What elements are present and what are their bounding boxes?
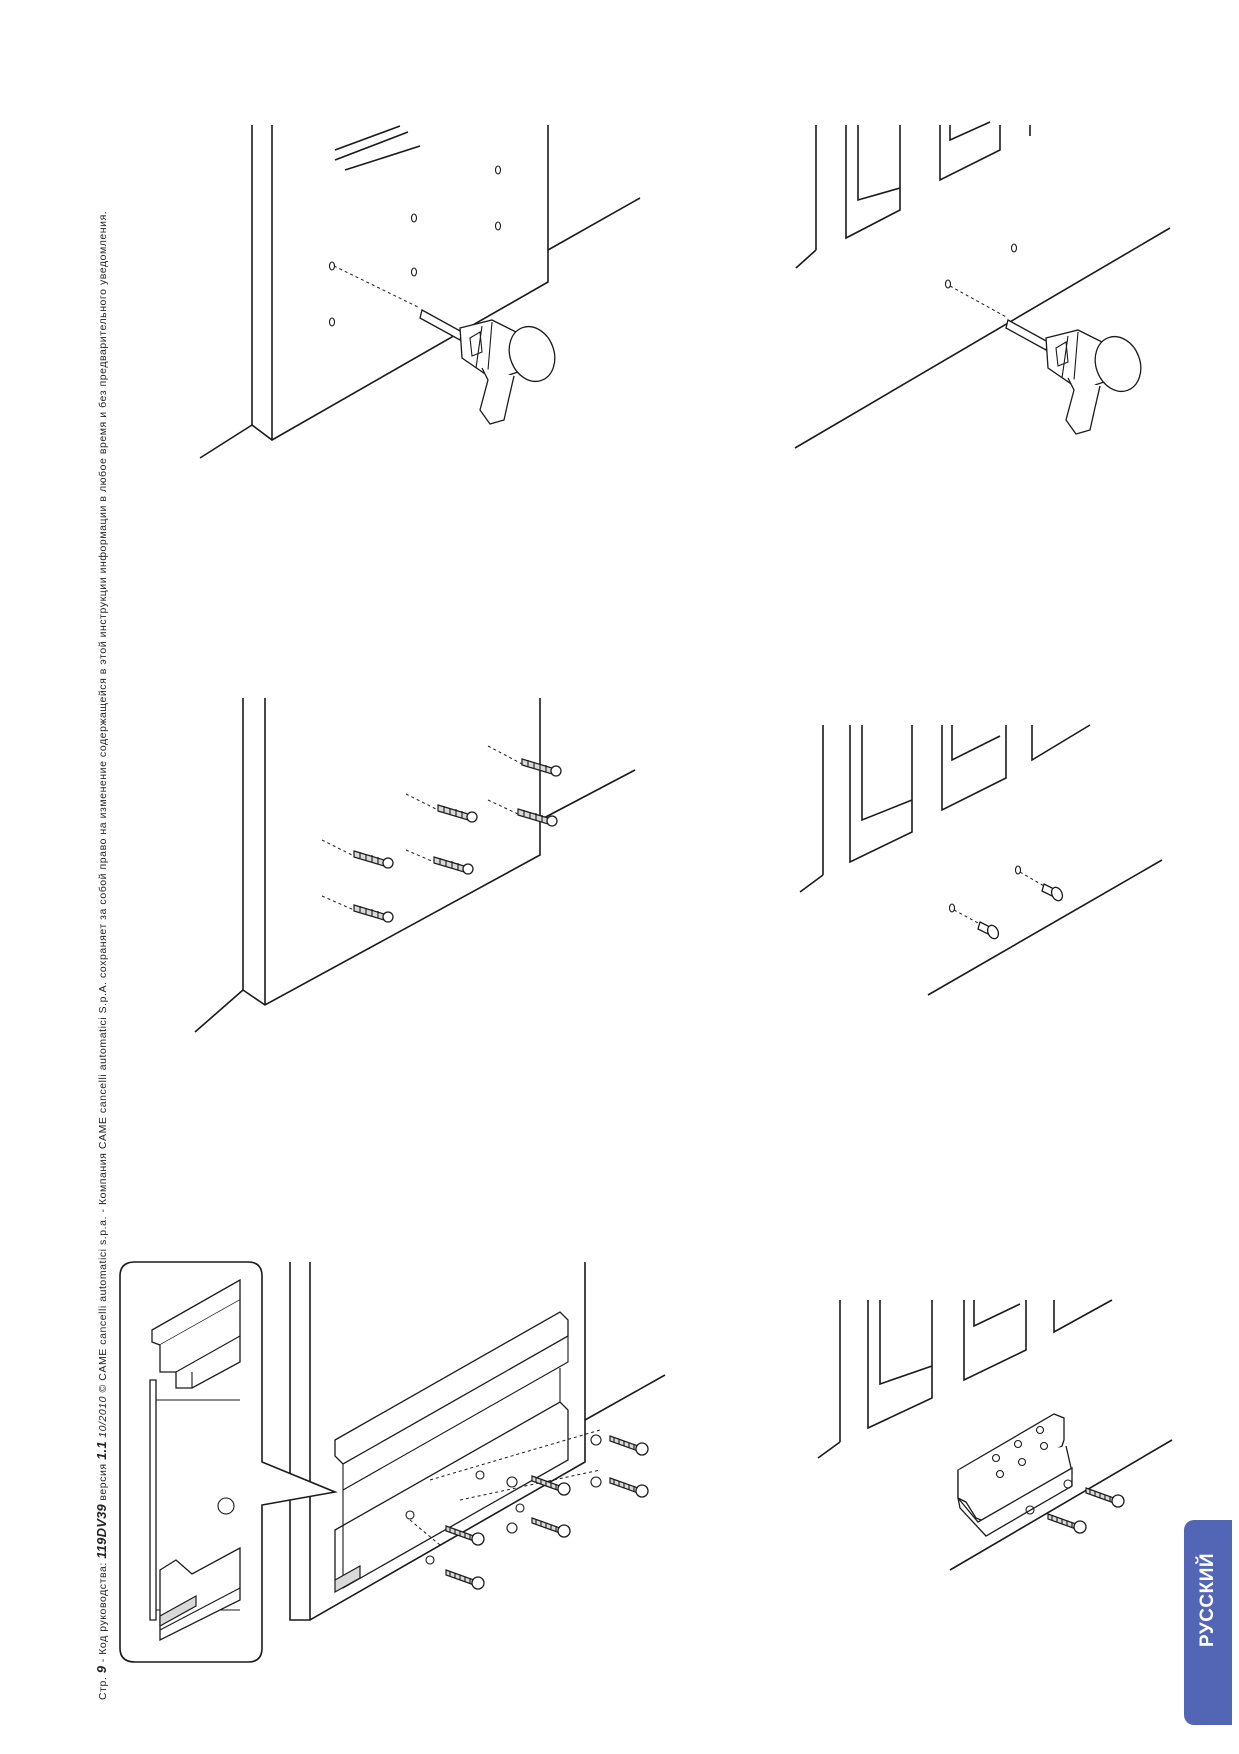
anchor-icon [353, 904, 394, 923]
figure-rail-mount [119, 1261, 666, 1663]
plug-icon [1041, 883, 1066, 904]
drill-icon [419, 309, 563, 425]
anchor-icon [517, 808, 558, 827]
anchor-icon [433, 856, 474, 875]
rail-profile-icon [149, 1278, 241, 1642]
bolt-icon [445, 1569, 485, 1590]
plug-icon [977, 921, 1002, 942]
anchor-icon [521, 758, 562, 777]
drill-icon [1005, 319, 1149, 435]
figure-drill-wall [199, 125, 641, 459]
bolt-icon [609, 1435, 649, 1456]
bolt-icon [531, 1475, 571, 1496]
bracket-icon [957, 1413, 1073, 1537]
figure-bracket-mount [817, 1299, 1173, 1571]
bolt-icon [531, 1517, 571, 1538]
figure-anchors-wall [194, 698, 636, 1033]
bolt-icon [609, 1477, 649, 1498]
anchor-icon [437, 804, 478, 823]
figure-anchors-pillar [799, 724, 1163, 996]
anchor-icon [353, 850, 394, 869]
bolt-icon [1047, 1513, 1087, 1534]
bolt-icon [445, 1525, 485, 1546]
figure-drill-pillar [794, 121, 1171, 449]
bolt-icon [1085, 1487, 1125, 1508]
language-tab[interactable]: РУССКИЙ [1184, 1520, 1232, 1725]
